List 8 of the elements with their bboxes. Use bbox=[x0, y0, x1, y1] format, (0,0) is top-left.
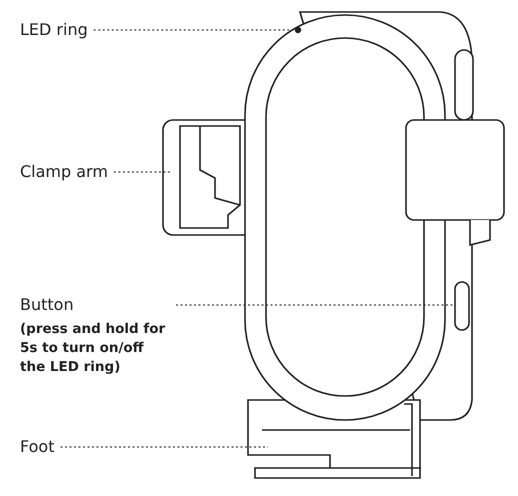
part-label: Clamp arm bbox=[20, 162, 108, 181]
leader-line bbox=[93, 26, 302, 34]
part-label: Foot bbox=[20, 437, 54, 456]
part-label: LED ring bbox=[20, 20, 88, 39]
leader-line bbox=[176, 304, 456, 306]
note-text: (press and hold for 5s to turn on/off the LED ring) bbox=[20, 320, 166, 377]
part-label: Button bbox=[20, 295, 75, 314]
leader-line bbox=[60, 446, 268, 448]
